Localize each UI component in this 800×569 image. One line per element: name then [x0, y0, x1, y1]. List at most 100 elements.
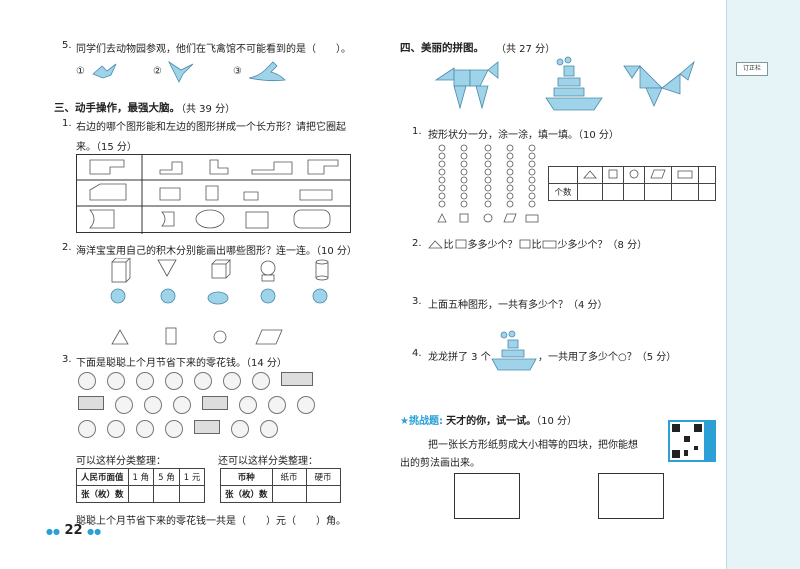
count-blank[interactable] [602, 183, 624, 201]
money-grid [78, 372, 338, 438]
sort-table-currency-type: 币种 纸币 硬币 张（枚）数 [220, 468, 341, 503]
challenge-heading: ★挑战题: 天才的你，试一试。（10 分） [400, 412, 577, 427]
section4-points: （共 27 分） [496, 44, 556, 55]
coin-icon [78, 420, 96, 438]
table2-blank[interactable] [271, 485, 307, 503]
table1-header-3: 1 元 [178, 468, 206, 486]
rectangle-shape [165, 327, 177, 345]
r-q1-text: 按形状分一分，涂一涂，填一填。（10 分） [428, 130, 619, 141]
parallelogram-icon [650, 169, 666, 178]
answer-box-2[interactable] [598, 473, 664, 519]
bill-icon [78, 396, 104, 410]
coin-icon [223, 372, 241, 390]
r-q4-text1: 龙龙拼了 3 个 [428, 352, 491, 363]
table1-blank[interactable] [153, 485, 180, 503]
challenge-points: （10 分） [536, 416, 578, 427]
sort2-caption: 还可以这样分类整理： [218, 456, 318, 467]
coin-icon [165, 372, 183, 390]
challenge-line2: 出的剪法画出来。 [400, 458, 480, 469]
bill-icon [194, 420, 220, 434]
bird-icon [92, 63, 117, 79]
count-header-rectangle [671, 166, 699, 184]
rectangle-icon [677, 170, 693, 178]
count-header-circle [623, 166, 645, 184]
coin-icon [144, 396, 162, 414]
q1-line1: 右边的哪个图形能和左边的图形拼成一个长方形？请把它圈起 [76, 122, 346, 133]
r-q2-text4: 少多少个？（8 分） [557, 240, 648, 251]
shapes-grid [76, 154, 351, 234]
coin-icon [239, 396, 257, 414]
challenge-tag: 挑战题: [408, 416, 443, 427]
coin-icon [173, 396, 191, 414]
square-icon [608, 169, 618, 178]
rectangle-icon [542, 240, 556, 248]
dots-decoration: ●● [87, 527, 102, 536]
count-blank[interactable] [577, 183, 603, 201]
r-q2-label: 2. [412, 238, 422, 249]
count-blank[interactable] [671, 183, 699, 201]
answer-box-1[interactable] [454, 473, 520, 519]
section3-title: 三、动手操作，最强大脑。 [54, 102, 180, 114]
coin-icon [231, 420, 249, 438]
qr-code-icon[interactable] [668, 420, 716, 462]
q3-text: 下面是聪聪上个月节省下来的零花钱。（14 分） [76, 358, 287, 369]
option-3: ③ [233, 66, 242, 77]
correction-tab: 订正栏 [736, 62, 768, 76]
q1-line2: 来。（15 分） [76, 142, 137, 153]
page-number-value: 22 [64, 523, 83, 538]
coin-icon [78, 372, 96, 390]
q2-label: 2. [62, 242, 72, 253]
bill-icon [202, 396, 228, 410]
challenge-title: 天才的你，试一试。 [446, 416, 537, 427]
coin-icon [107, 420, 125, 438]
count-header-parallelogram [644, 166, 672, 184]
table2-header-1: 纸币 [271, 468, 307, 486]
coin-icon [252, 372, 270, 390]
coin-icon [260, 420, 278, 438]
puzzle-ship [545, 56, 603, 111]
r-q2-text2: 多多少个？ [467, 240, 518, 251]
page-number: ●● 22 ●● [46, 523, 101, 538]
square-icon [455, 239, 466, 248]
table1-header-2: 5 角 [153, 468, 180, 486]
table2-blank[interactable] [305, 485, 341, 503]
r-q2-text1: 比 [443, 240, 454, 251]
count-blank[interactable] [644, 183, 672, 201]
puzzle-dragon [623, 60, 695, 107]
coin-icon [136, 372, 154, 390]
table2-header-2: 硬币 [305, 468, 341, 486]
count-blank[interactable] [623, 183, 645, 201]
blocks-row [110, 258, 329, 305]
count-blank[interactable] [698, 183, 716, 201]
coin-icon [136, 420, 154, 438]
q5-text: 同学们去动物园参观，他们在飞禽馆不可能看到的是（ ）。 [76, 44, 351, 55]
option-2: ② [153, 66, 162, 77]
outline-shapes-row [111, 327, 283, 345]
q1-label: 1. [62, 118, 72, 129]
coin-icon [194, 372, 212, 390]
r-q4-text2: ，一共用了多少个○？（5 分） [538, 352, 677, 363]
summary-text: 聪聪上个月节省下来的零花钱一共是（ ）元（ ）角。 [76, 516, 346, 527]
table1-blank[interactable] [127, 485, 155, 503]
staircase-shape [89, 159, 125, 175]
r-q3-text: 上面五种图形，一共有多少个？（4 分） [428, 300, 608, 311]
circle-icon [629, 169, 639, 178]
r-q3-label: 3. [412, 296, 422, 307]
q2-text: 海洋宝宝用自己的积木分别能画出哪些图形？连一连。（10 分） [76, 246, 357, 257]
crane-bird-icon [167, 60, 194, 83]
r-q1-label: 1. [412, 126, 422, 137]
dots-decoration: ●● [46, 527, 60, 536]
ship-icon [491, 330, 537, 371]
table1-blank[interactable] [178, 485, 206, 503]
coin-icon [268, 396, 286, 414]
coloring-columns [437, 144, 539, 223]
table1-row-label: 张（枚）数 [76, 485, 129, 503]
star-icon: ★ [400, 416, 409, 427]
triangle-icon [583, 169, 597, 178]
triangle-icon [427, 239, 443, 248]
circle-shape [213, 330, 227, 344]
puzzle-horse [434, 61, 499, 110]
count-corner [548, 166, 578, 184]
section4-title: 四、美丽的拼图。 [400, 42, 484, 54]
count-header-triangle [577, 166, 603, 184]
